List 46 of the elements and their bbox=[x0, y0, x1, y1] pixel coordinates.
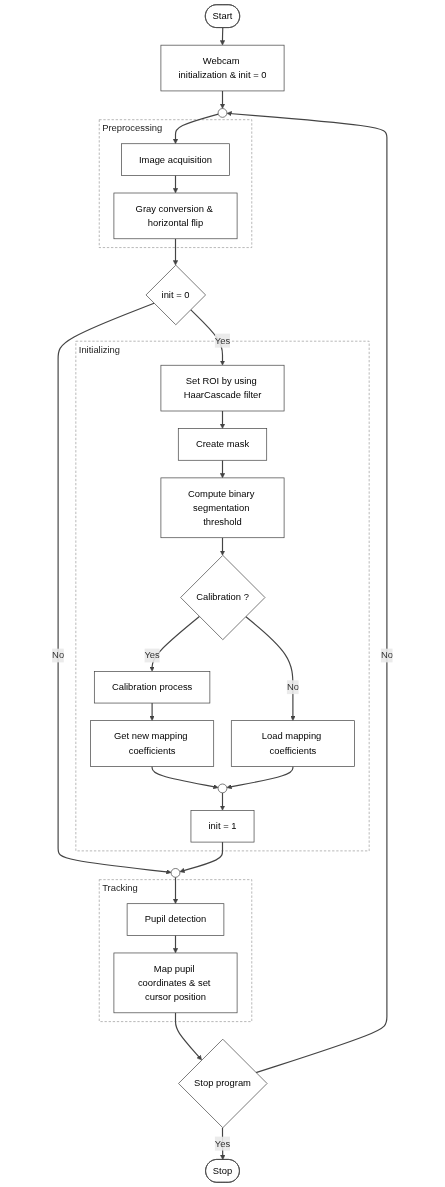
arrow bbox=[174, 1012, 202, 1061]
arrow bbox=[149, 616, 200, 672]
arrow bbox=[226, 111, 388, 1074]
arrow bbox=[219, 90, 226, 109]
node-box: Map pupil coordinates & set cursor position bbox=[113, 952, 238, 1014]
node-diamond: init = 0 bbox=[145, 264, 206, 326]
arrow bbox=[172, 876, 179, 904]
node-box: init = 1 bbox=[190, 810, 255, 843]
node-box: Set ROI by using HaarCascade filter bbox=[160, 364, 285, 412]
edge-label: Yes bbox=[144, 650, 160, 661]
arrow bbox=[219, 792, 226, 811]
node-box: Image acquisition bbox=[121, 143, 230, 176]
arrow bbox=[190, 309, 226, 366]
arrow bbox=[219, 459, 226, 479]
arrow bbox=[172, 238, 179, 266]
edge-label: Yes bbox=[214, 1138, 231, 1149]
node-box: Get new mapping coefficients bbox=[90, 720, 215, 767]
arrow bbox=[179, 841, 224, 873]
node-circle bbox=[170, 868, 181, 878]
node-box: Webcam initialization & init = 0 bbox=[160, 44, 285, 92]
arrow bbox=[151, 765, 219, 790]
arrow bbox=[219, 537, 226, 556]
arrow bbox=[172, 174, 179, 194]
arrow bbox=[245, 616, 296, 721]
node-box: Create mask bbox=[177, 428, 268, 461]
node-diamond: Calibration ? bbox=[180, 554, 266, 641]
node-circle bbox=[217, 783, 228, 794]
node-box: Pupil detection bbox=[126, 903, 225, 936]
node-diamond: Stop program bbox=[178, 1038, 268, 1129]
arrow bbox=[57, 302, 172, 875]
arrow bbox=[226, 765, 294, 790]
edge-label: No bbox=[52, 650, 65, 661]
node-box: Load mapping coefficients bbox=[230, 720, 355, 767]
arrow bbox=[172, 934, 179, 954]
edge-label: Yes bbox=[214, 335, 231, 346]
node-circle bbox=[217, 108, 228, 118]
arrow bbox=[149, 702, 155, 721]
node-box: Calibration process bbox=[94, 671, 211, 704]
node-box: Gray conversion & horizontal flip bbox=[113, 192, 238, 240]
edge-label: No bbox=[286, 681, 299, 692]
node-box: Compute binary segmentation threshold bbox=[160, 477, 285, 539]
arrow bbox=[172, 113, 219, 144]
edge-label: No bbox=[380, 650, 393, 661]
arrow bbox=[219, 410, 226, 429]
arrow bbox=[219, 27, 226, 46]
arrow bbox=[220, 1127, 226, 1160]
